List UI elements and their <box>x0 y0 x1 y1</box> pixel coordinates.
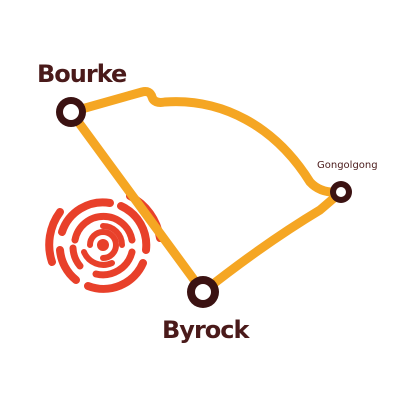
place-label-gongolgong: Gongolgong <box>317 160 378 171</box>
node-bourke[interactable] <box>56 97 86 127</box>
node-gongolgong[interactable] <box>330 181 352 203</box>
node-byrock[interactable] <box>187 276 219 308</box>
route-line <box>66 87 346 297</box>
place-label-bourke: Bourke <box>37 60 127 88</box>
place-label-byrock: Byrock <box>162 316 250 344</box>
